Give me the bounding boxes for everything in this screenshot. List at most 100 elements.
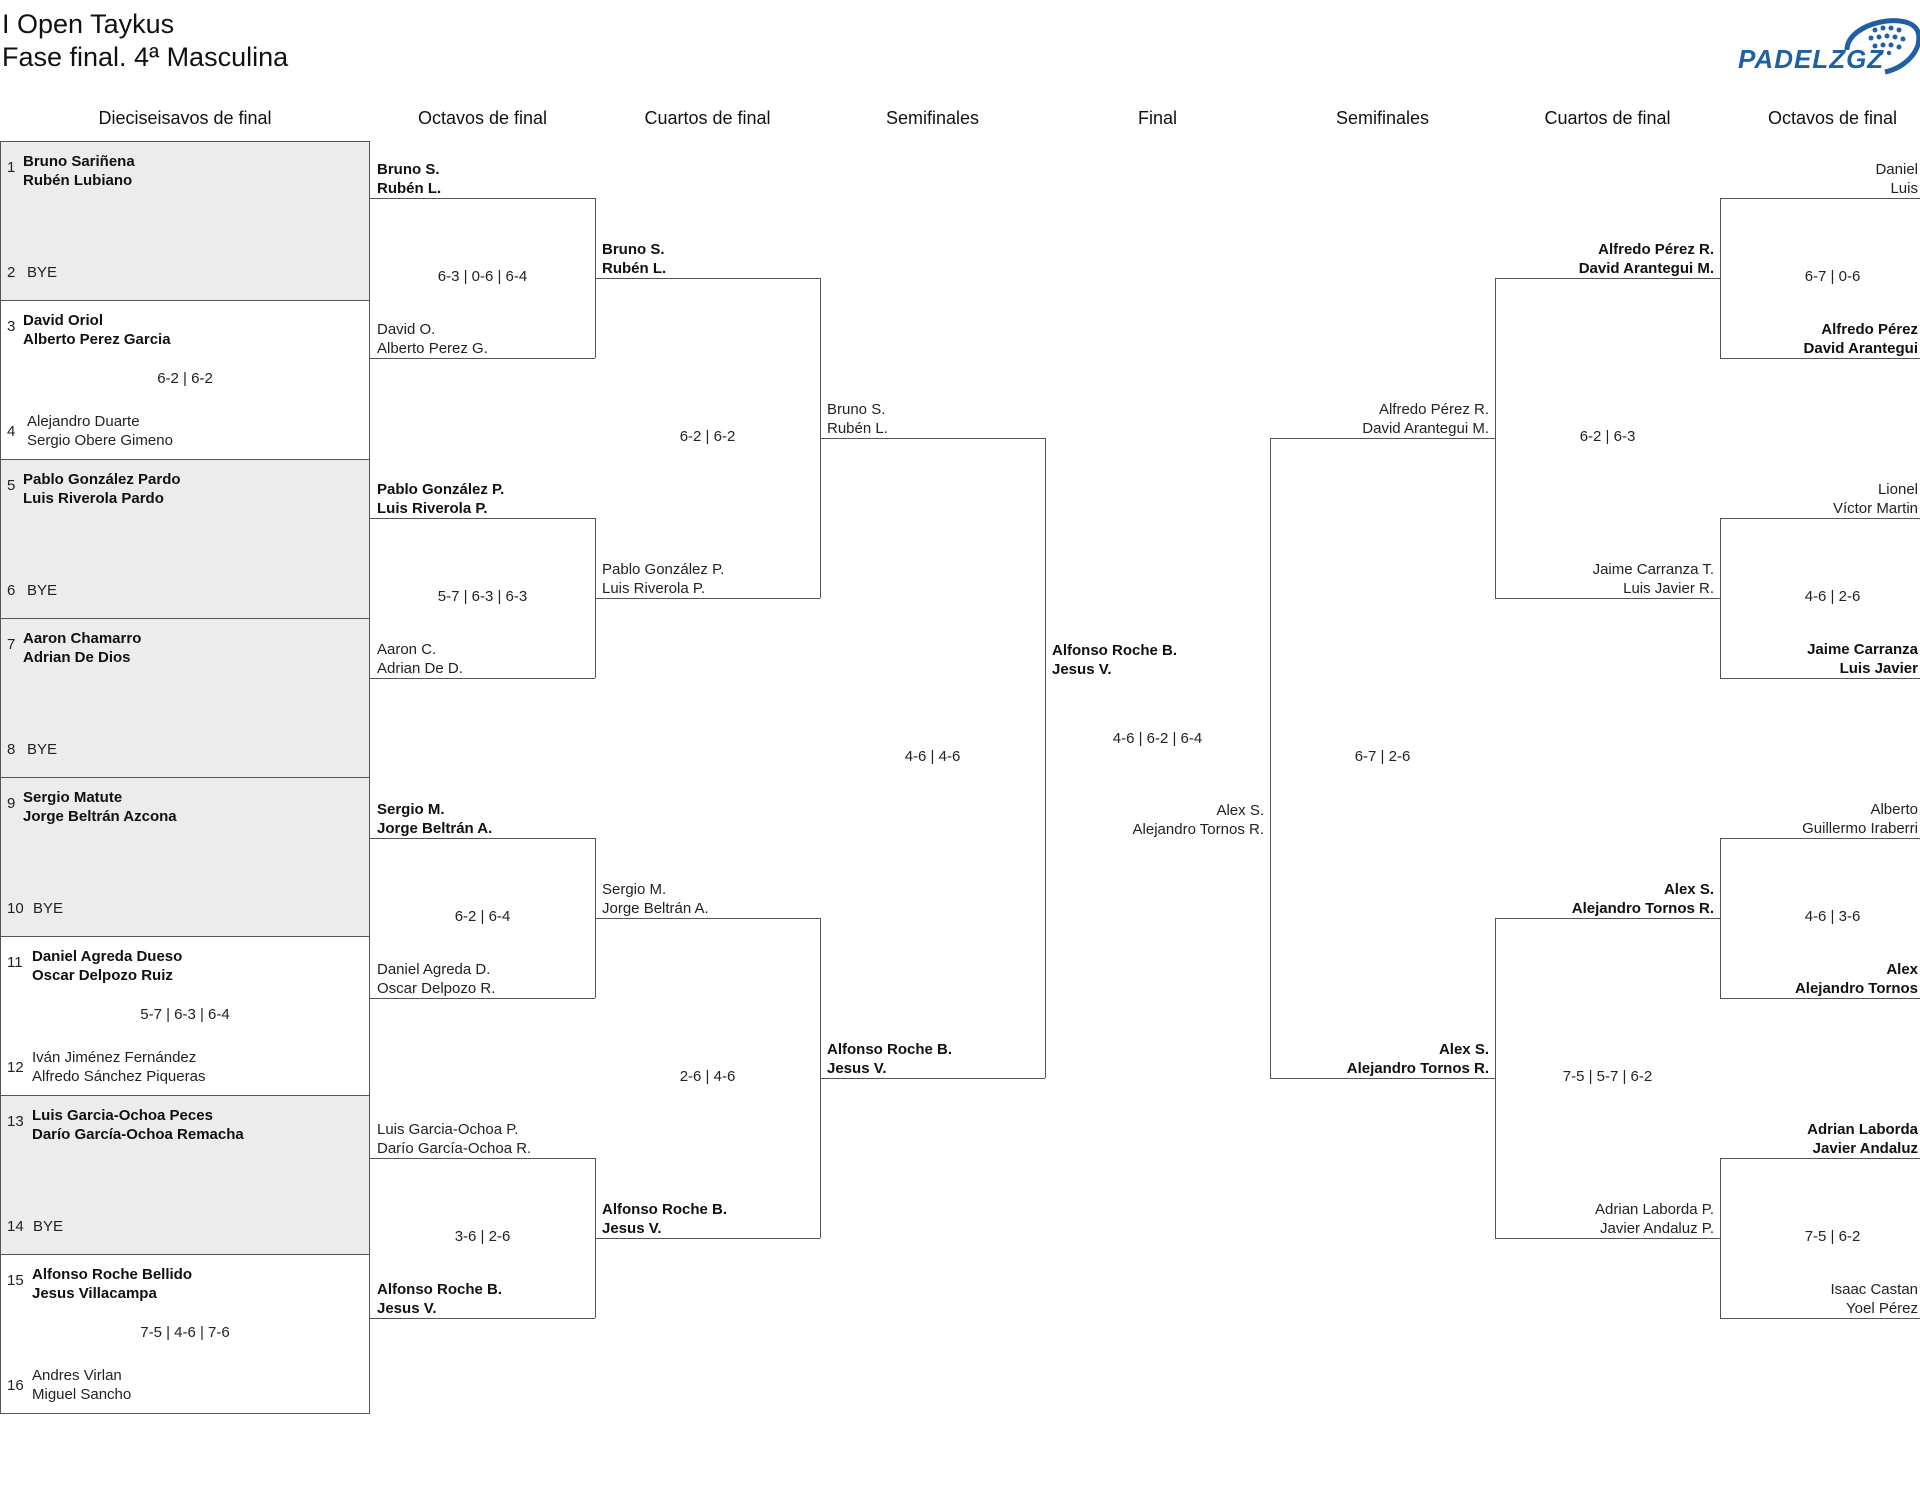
seed-number: 6 bbox=[7, 582, 16, 599]
bye-shading bbox=[0, 1095, 370, 1254]
qf-left-line bbox=[595, 918, 820, 919]
player-name: Alfonso Roche Bellido bbox=[32, 1266, 193, 1283]
qf-right-line bbox=[1495, 918, 1720, 919]
partner-name: Alberto Perez Garcia bbox=[23, 331, 171, 348]
r16-left-team-bottom: Alfonso Roche B.Jesus V. bbox=[377, 1280, 502, 1318]
bye-shading bbox=[0, 141, 370, 300]
sf-right-line bbox=[1270, 438, 1495, 439]
match-score: 6-3 | 0-6 | 6-4 bbox=[437, 268, 528, 285]
player-name: Sergio Matute bbox=[23, 789, 123, 806]
partner-name: Darío García-Ochoa R. bbox=[377, 1140, 532, 1157]
player-name: Daniel Agreda Dueso bbox=[32, 948, 183, 965]
seed-number: 12 bbox=[7, 1059, 24, 1076]
bye-label: BYE bbox=[27, 741, 58, 758]
partner-name: Rubén L. bbox=[827, 420, 888, 437]
match-score: 3-6 | 2-6 bbox=[454, 1228, 511, 1245]
player-name: Alex S. bbox=[1663, 881, 1714, 898]
partner-name: Guillermo Iraberri bbox=[1802, 820, 1918, 837]
seed-number: 15 bbox=[7, 1272, 24, 1289]
qf-right-team-top: Alfredo Pérez R.David Arantegui M. bbox=[1434, 240, 1714, 278]
r16-right-line bbox=[1720, 518, 1920, 519]
player-name: Pablo González P. bbox=[377, 481, 505, 498]
round-header-qf-right: Cuartos de final bbox=[1544, 108, 1671, 128]
bye-shading bbox=[0, 777, 370, 936]
sf-left-team-top: Bruno S. Rubén L. bbox=[827, 400, 888, 438]
final-score: 4-6 | 6-2 | 6-4 bbox=[1112, 730, 1203, 747]
player-name: Daniel bbox=[1875, 161, 1918, 178]
qf-left-line bbox=[595, 598, 820, 599]
partner-name: Jorge Beltrán A. bbox=[377, 820, 493, 837]
round-header-sf-right: Semifinales bbox=[1335, 108, 1430, 128]
player-name: Aaron C. bbox=[377, 641, 437, 658]
partner-name: Darío García-Ochoa Remacha bbox=[32, 1126, 244, 1143]
r16-left-line bbox=[370, 1318, 595, 1319]
player-name: Alfonso Roche B. bbox=[1052, 642, 1178, 659]
match-score: 6-7 | 0-6 bbox=[1804, 268, 1861, 285]
partner-name: Alberto Perez G. bbox=[377, 340, 488, 357]
player-name: Alberto bbox=[1870, 801, 1918, 818]
r16-right-line bbox=[1720, 678, 1920, 679]
partner-name: Miguel Sancho bbox=[32, 1386, 132, 1403]
player-name: Alex S. bbox=[1438, 1041, 1489, 1058]
partner-name: Adrian De D. bbox=[377, 660, 463, 677]
player-name: Adrian Laborda bbox=[1807, 1121, 1918, 1138]
partner-name: Jesus Villacampa bbox=[32, 1285, 157, 1302]
partner-name: Luis Javier bbox=[1839, 660, 1918, 677]
partner-name: Rubén L. bbox=[602, 260, 667, 277]
player-name: Andres Virlan bbox=[32, 1367, 122, 1384]
phase-subtitle: Fase final. 4ª Masculina bbox=[2, 42, 289, 72]
player-name: Aaron Chamarro bbox=[23, 630, 142, 647]
partner-name: Adrian De Dios bbox=[23, 649, 131, 666]
round-header-sf-left: Semifinales bbox=[885, 108, 980, 128]
seed-number: 2 bbox=[7, 264, 16, 281]
tournament-title: I Open Taykus bbox=[2, 9, 175, 39]
player-name: David Oriol bbox=[23, 312, 104, 329]
qf-left-team-top: Bruno S.Rubén L. bbox=[602, 240, 666, 278]
round-header-r32: Dieciseisavos de final bbox=[98, 108, 272, 128]
bye-label: BYE bbox=[27, 264, 58, 281]
qf-right-line bbox=[1495, 278, 1720, 279]
bye-shading bbox=[0, 618, 370, 777]
qf-right-line bbox=[1495, 598, 1720, 599]
player-name: Bruno S. bbox=[827, 401, 886, 418]
partner-name: Javier Andaluz P. bbox=[1600, 1220, 1714, 1237]
seed-number: 11 bbox=[7, 954, 23, 971]
r16-right-line bbox=[1720, 1318, 1920, 1319]
r16-left-team-top: Sergio M. Jorge Beltrán A. bbox=[377, 800, 492, 838]
player-name: Luis Garcia-Ochoa Peces bbox=[32, 1107, 213, 1124]
qf-left-team-bottom: Alfonso Roche B.Jesus V. bbox=[602, 1200, 727, 1238]
seed-number: 9 bbox=[7, 795, 16, 812]
player-name: Sergio M. bbox=[377, 801, 445, 818]
sf-right-team-bottom: Alex S.Alejandro Tornos R. bbox=[1209, 1040, 1489, 1078]
r16-left-team-bottom: Aaron C. Adrian De D. bbox=[377, 640, 463, 678]
player-name: Alfonso Roche B. bbox=[602, 1201, 728, 1218]
player-name: Alex bbox=[1886, 961, 1918, 978]
seed-number: 5 bbox=[7, 477, 16, 494]
partner-name: Jesus V. bbox=[827, 1060, 887, 1077]
partner-name: Víctor Martin bbox=[1832, 500, 1918, 517]
r16-right-line bbox=[1720, 998, 1920, 999]
seed-number: 4 bbox=[7, 423, 16, 440]
r16-left-line bbox=[370, 838, 595, 839]
seed-number: 14 bbox=[7, 1218, 24, 1235]
partner-name: Yoel Pérez bbox=[1846, 1300, 1918, 1317]
partner-name: Jorge Beltrán Azcona bbox=[23, 808, 177, 825]
player-name: Jaime Carranza T. bbox=[1592, 561, 1714, 578]
match-score: 4-6 | 2-6 bbox=[1804, 588, 1861, 605]
r16-right-line bbox=[1720, 198, 1920, 199]
player-name: Sergio M. bbox=[602, 881, 667, 898]
player-name: Isaac Castan bbox=[1830, 1281, 1918, 1298]
player-name: Alfonso Roche B. bbox=[377, 1281, 503, 1298]
padelzgz-logo-icon bbox=[1844, 18, 1920, 75]
match-score: 4-6 | 3-6 bbox=[1804, 908, 1861, 925]
final-team-bottom: Alex S.Alejandro Tornos R. bbox=[984, 801, 1264, 839]
partner-name: Sergio Obere Gimeno bbox=[27, 432, 173, 449]
qf-left-team-bottom: Pablo González P.Luis Riverola P. bbox=[602, 560, 724, 598]
